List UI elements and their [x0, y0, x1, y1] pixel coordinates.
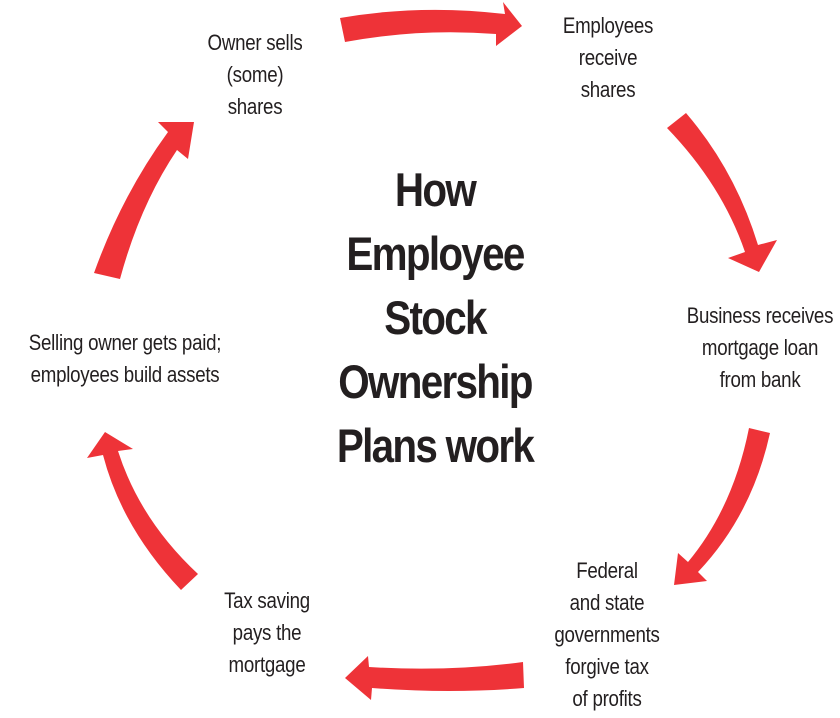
step-governments-forgive-tax: Federal and state governments forgive ta…: [554, 558, 660, 711]
arrow-down-right-icon: [667, 113, 777, 272]
step-tax-saving-pays-mortgage: Tax saving pays the mortgage: [224, 588, 310, 677]
title-line: Ownership: [338, 355, 533, 408]
arrow-down-left-icon: [674, 428, 770, 585]
arrow-up-right-icon: [94, 122, 194, 279]
title-line: How: [394, 163, 477, 216]
title-line: Employee: [346, 227, 525, 280]
arrow-left-icon: [345, 656, 524, 700]
arrow-up-left-icon: [87, 432, 198, 590]
step-owner-sells-shares: Owner sells (some) shares: [207, 30, 303, 119]
step-employees-receive-shares: Employees receive shares: [562, 13, 654, 102]
arrow-right-icon: [340, 2, 522, 46]
step-owner-gets-paid: Selling owner gets paid; employees build…: [28, 330, 222, 387]
step-business-receives-loan: Business receives mortgage loan from ban…: [686, 303, 834, 392]
title-line: Plans work: [336, 419, 535, 472]
diagram-title: How Employee Stock Ownership Plans work: [310, 158, 559, 478]
title-line: Stock: [384, 291, 487, 344]
